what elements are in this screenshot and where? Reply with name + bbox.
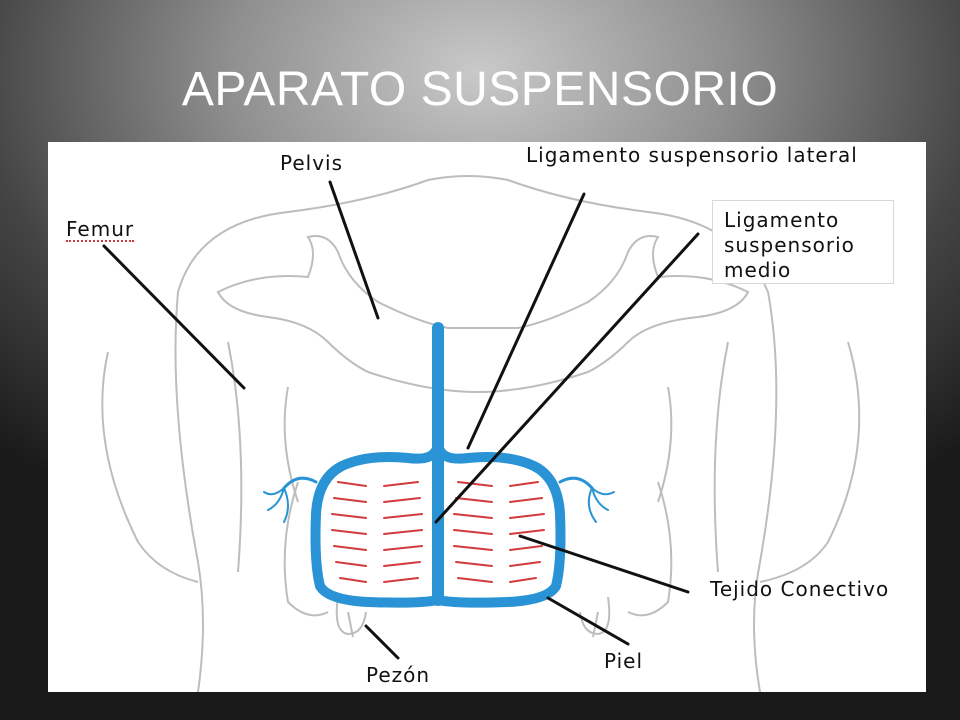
- leader-ligament-medio: [434, 232, 700, 524]
- leader-piel: [546, 596, 630, 646]
- body-outline: [101, 175, 861, 692]
- label-box-medio: [712, 200, 894, 284]
- label-ligamento-medio: Ligamento suspensorio medio: [724, 208, 855, 282]
- udder-diagram: Femur Pelvis Ligamento suspensorio later…: [48, 142, 926, 692]
- leader-pezon: [364, 624, 400, 660]
- diagram-illustration: [101, 175, 861, 692]
- label-pezon: Pezón: [366, 663, 431, 687]
- leader-pelvis: [328, 180, 380, 320]
- slide-title: APARATO SUSPENSORIO: [181, 63, 779, 116]
- leader-femur: [102, 244, 246, 390]
- ligament-system: [263, 322, 615, 608]
- connective-tissue: [331, 481, 545, 583]
- label-femur: Femur: [66, 217, 135, 242]
- label-pelvis: Pelvis: [280, 151, 344, 175]
- label-piel: Piel: [604, 649, 644, 673]
- label-tejido-conectivo: Tejido Conectivo: [710, 577, 890, 601]
- leader-lines: [102, 180, 700, 660]
- leader-tejido: [518, 534, 690, 594]
- leader-ligament-lateral: [466, 192, 586, 450]
- label-ligamento-lateral: Ligamento suspensorio lateral: [526, 143, 858, 167]
